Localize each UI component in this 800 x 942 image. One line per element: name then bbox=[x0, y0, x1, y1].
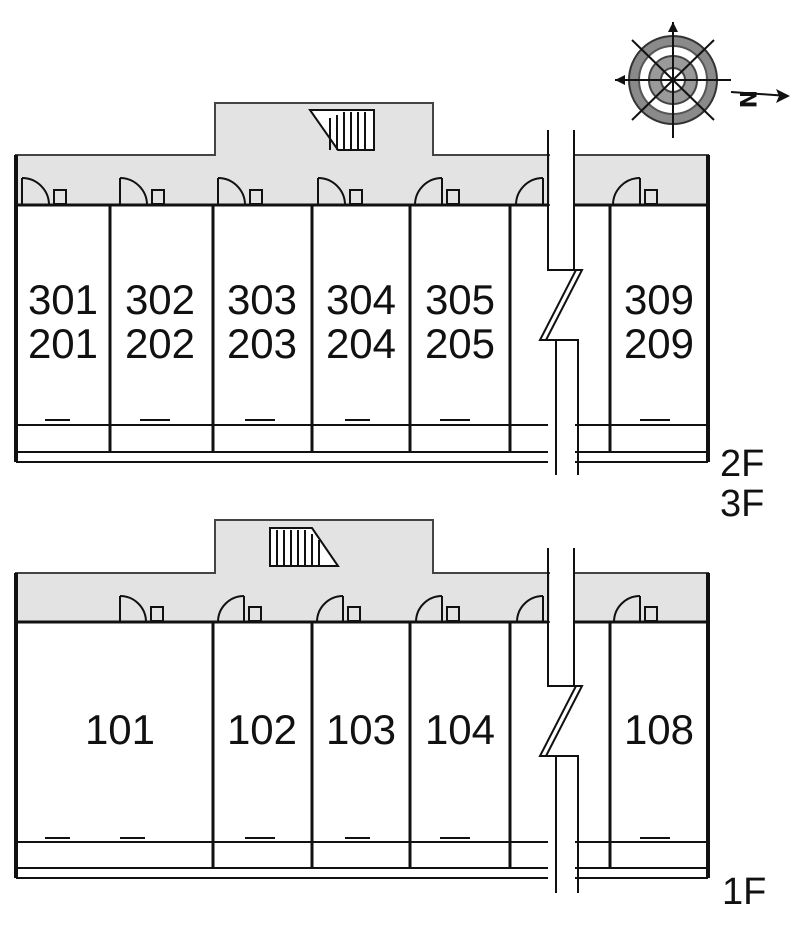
door-icon bbox=[414, 177, 460, 206]
room-number: 101 bbox=[85, 706, 155, 753]
room-number: 302 bbox=[125, 276, 195, 323]
room-number: 209 bbox=[624, 320, 694, 367]
room-number: 305 bbox=[425, 276, 495, 323]
room-number: 303 bbox=[227, 276, 297, 323]
upper-break-line bbox=[538, 130, 584, 475]
north-label: N bbox=[734, 90, 759, 108]
door-icon bbox=[119, 177, 165, 206]
lower-break-line bbox=[538, 548, 584, 893]
upper-floor-plan: 301 201 302 202 303 203 304 204 305 205 … bbox=[14, 102, 764, 525]
door-icon bbox=[613, 595, 658, 623]
compass-rose-icon: N bbox=[615, 22, 790, 138]
floor-label: 3F bbox=[720, 483, 764, 525]
room-number: 309 bbox=[624, 276, 694, 323]
door-icon bbox=[316, 595, 361, 623]
floor-label: 2F bbox=[720, 443, 764, 485]
lower-floor-plan: 101 102 103 104 108 1F bbox=[14, 519, 766, 913]
door-icon bbox=[516, 595, 544, 623]
room-number: 204 bbox=[326, 320, 396, 367]
door-icon bbox=[217, 595, 262, 623]
door-icon bbox=[21, 177, 67, 206]
door-icon bbox=[217, 177, 263, 206]
door-icon bbox=[317, 177, 363, 206]
room-number: 108 bbox=[624, 706, 694, 753]
lower-stairs-icon bbox=[269, 527, 340, 567]
door-icon bbox=[515, 177, 544, 206]
lower-doors bbox=[119, 595, 658, 623]
room-number: 104 bbox=[425, 706, 495, 753]
room-number: 205 bbox=[425, 320, 495, 367]
upper-doors bbox=[21, 177, 658, 206]
door-icon bbox=[415, 595, 460, 623]
room-number: 103 bbox=[326, 706, 396, 753]
room-number: 201 bbox=[28, 320, 98, 367]
room-number: 304 bbox=[326, 276, 396, 323]
room-number: 301 bbox=[28, 276, 98, 323]
room-number: 102 bbox=[227, 706, 297, 753]
room-number: 203 bbox=[227, 320, 297, 367]
door-icon bbox=[119, 595, 164, 623]
room-number: 202 bbox=[125, 320, 195, 367]
door-icon bbox=[612, 177, 658, 206]
upper-stairs-icon bbox=[308, 109, 375, 151]
floor-label: 1F bbox=[722, 871, 766, 913]
